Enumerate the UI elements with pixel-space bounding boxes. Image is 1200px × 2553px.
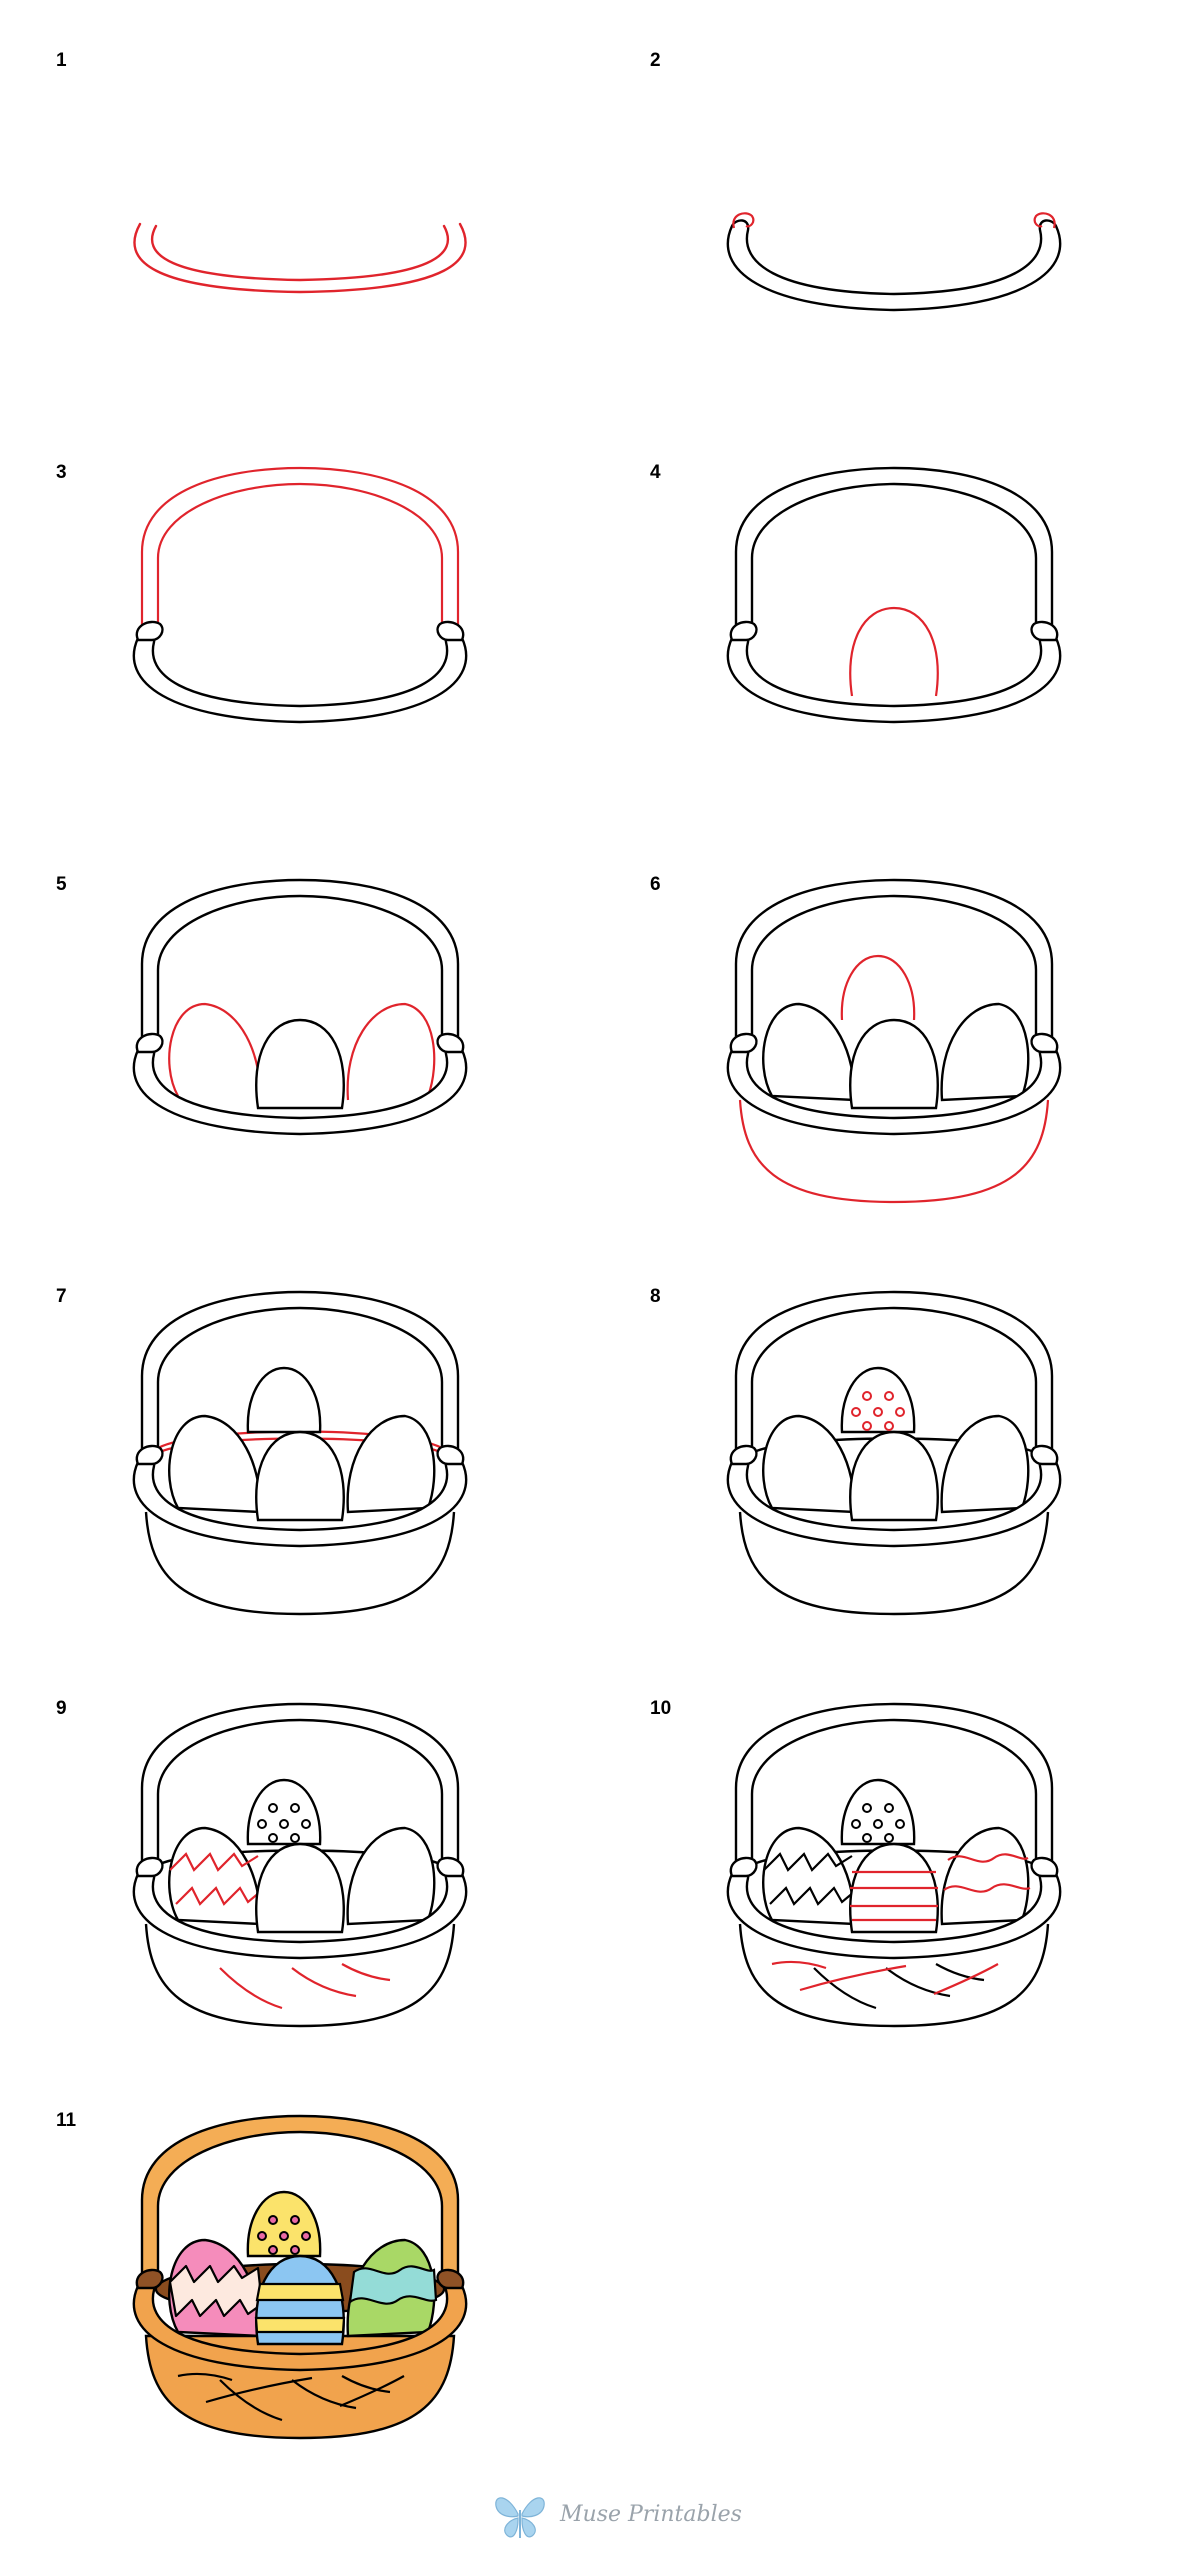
step-11: 11	[0, 2060, 600, 2472]
step-2: 2	[594, 0, 1194, 412]
step-3: 3	[0, 412, 600, 824]
brand-name: Muse Printables	[560, 2502, 742, 2527]
step-number: 7	[56, 1286, 67, 1307]
step-5: 5	[0, 824, 600, 1236]
step-5-drawing	[132, 878, 468, 1136]
step-3-drawing	[132, 466, 468, 724]
step-9-drawing	[132, 1702, 468, 2028]
step-9: 9	[0, 1648, 600, 2060]
step-number: 9	[56, 1698, 67, 1719]
step-6: 6	[594, 824, 1194, 1236]
step-1-drawing	[133, 222, 467, 294]
step-number: 3	[56, 462, 67, 483]
butterfly-icon	[495, 2497, 545, 2538]
step-8: 8	[594, 1236, 1194, 1648]
step-number: 8	[650, 1286, 661, 1307]
step-6-drawing	[726, 878, 1062, 1204]
step-11-drawing	[132, 2114, 468, 2440]
step-2-drawing	[726, 212, 1062, 312]
step-number: 4	[650, 462, 661, 483]
step-4: 4	[594, 412, 1194, 824]
step-4-drawing	[726, 466, 1062, 724]
step-7-drawing	[132, 1290, 468, 1616]
step-number: 11	[56, 2110, 77, 2131]
step-1: 1	[0, 0, 600, 412]
step-number: 1	[56, 50, 67, 71]
step-number: 10	[650, 1698, 672, 1719]
step-10: 10	[594, 1648, 1194, 2060]
step-number: 5	[56, 874, 67, 895]
footer-logo: Muse Printables	[490, 2488, 750, 2548]
step-8-drawing	[726, 1290, 1062, 1616]
step-10-drawing	[726, 1702, 1062, 2028]
step-7: 7	[0, 1236, 600, 1648]
step-number: 2	[650, 50, 661, 71]
step-number: 6	[650, 874, 661, 895]
